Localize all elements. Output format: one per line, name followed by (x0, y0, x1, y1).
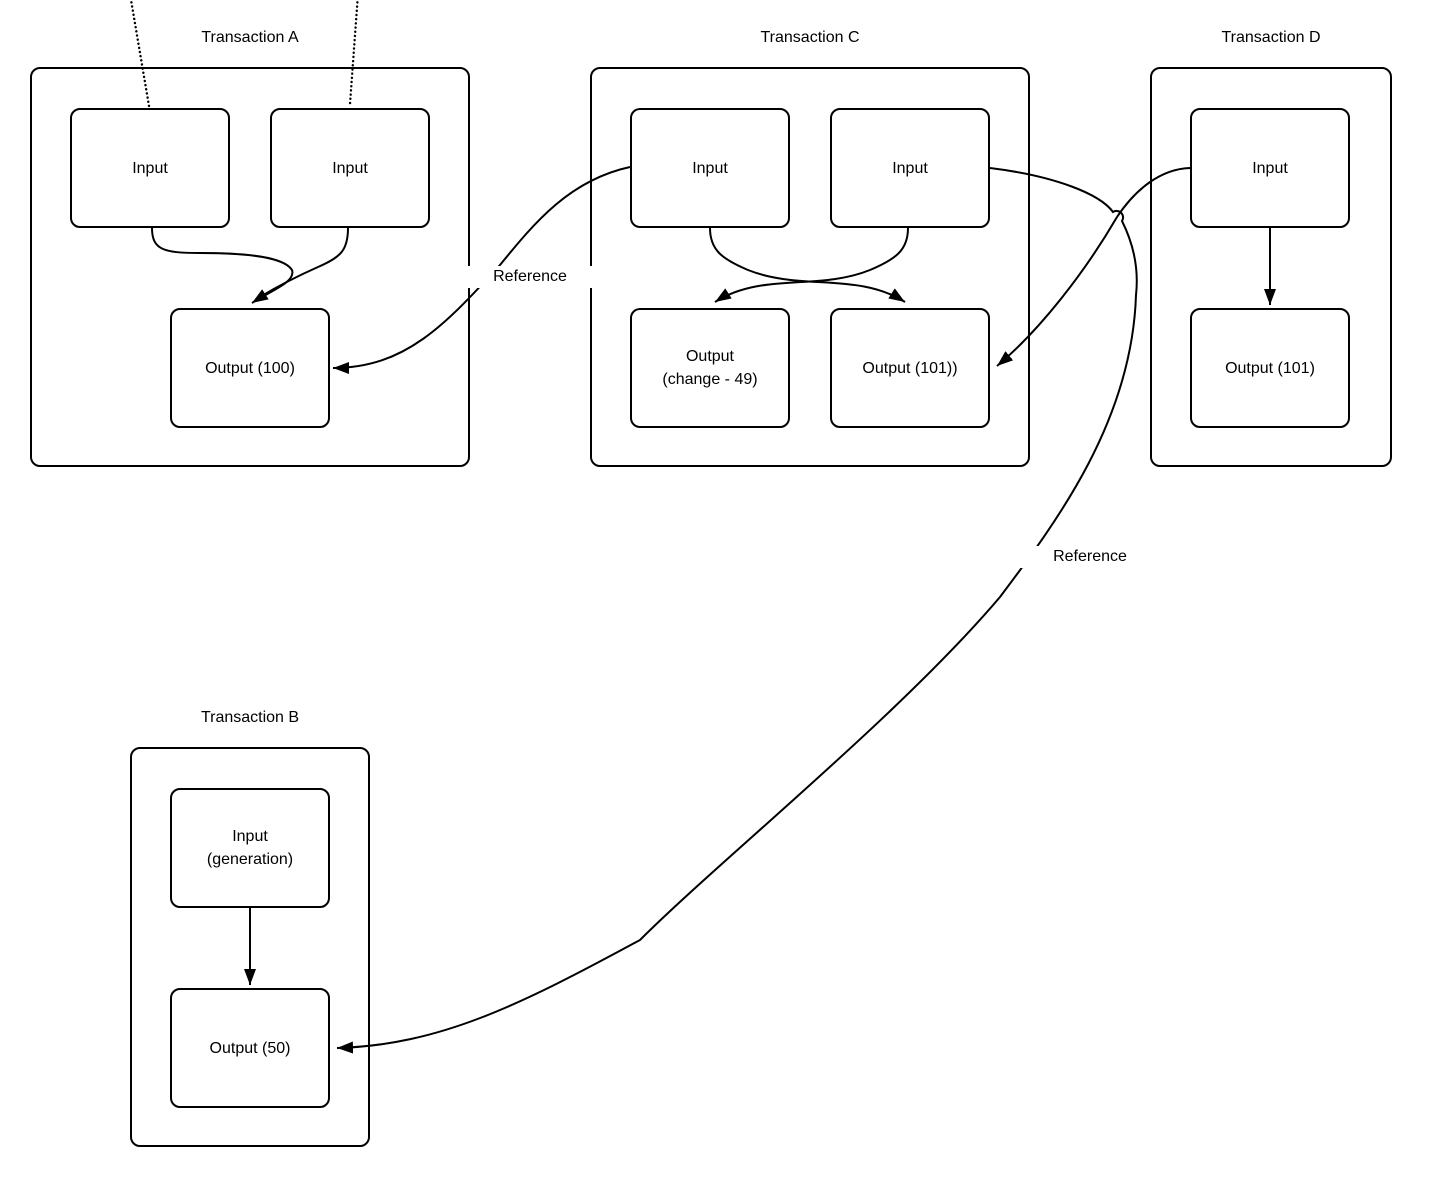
tx-a-input-2: Input (270, 108, 430, 228)
tx-a-title: Transaction A (201, 29, 299, 46)
tx-c-input-2: Input (830, 108, 990, 228)
tx-b-title: Transaction B (200, 709, 300, 726)
tx-c-title: Transaction C (760, 29, 860, 46)
reference-label-c-to-a: Reference (455, 266, 605, 288)
reference-label-c-to-b: Reference (1015, 546, 1165, 568)
tx-c-input-1: Input (630, 108, 790, 228)
tx-a-input-1: Input (70, 108, 230, 228)
tx-b-input-generation: Input (generation) (170, 788, 330, 908)
tx-d-title: Transaction D (1221, 29, 1321, 46)
tx-d-output: Output (101) (1190, 308, 1350, 428)
tx-b-output: Output (50) (170, 988, 330, 1108)
tx-d-input: Input (1190, 108, 1350, 228)
tx-c-output-change: Output (change - 49) (630, 308, 790, 428)
tx-b-frame (130, 747, 370, 1147)
tx-a-output: Output (100) (170, 308, 330, 428)
tx-d-frame (1150, 67, 1392, 467)
tx-c-output-101: Output (101)) (830, 308, 990, 428)
